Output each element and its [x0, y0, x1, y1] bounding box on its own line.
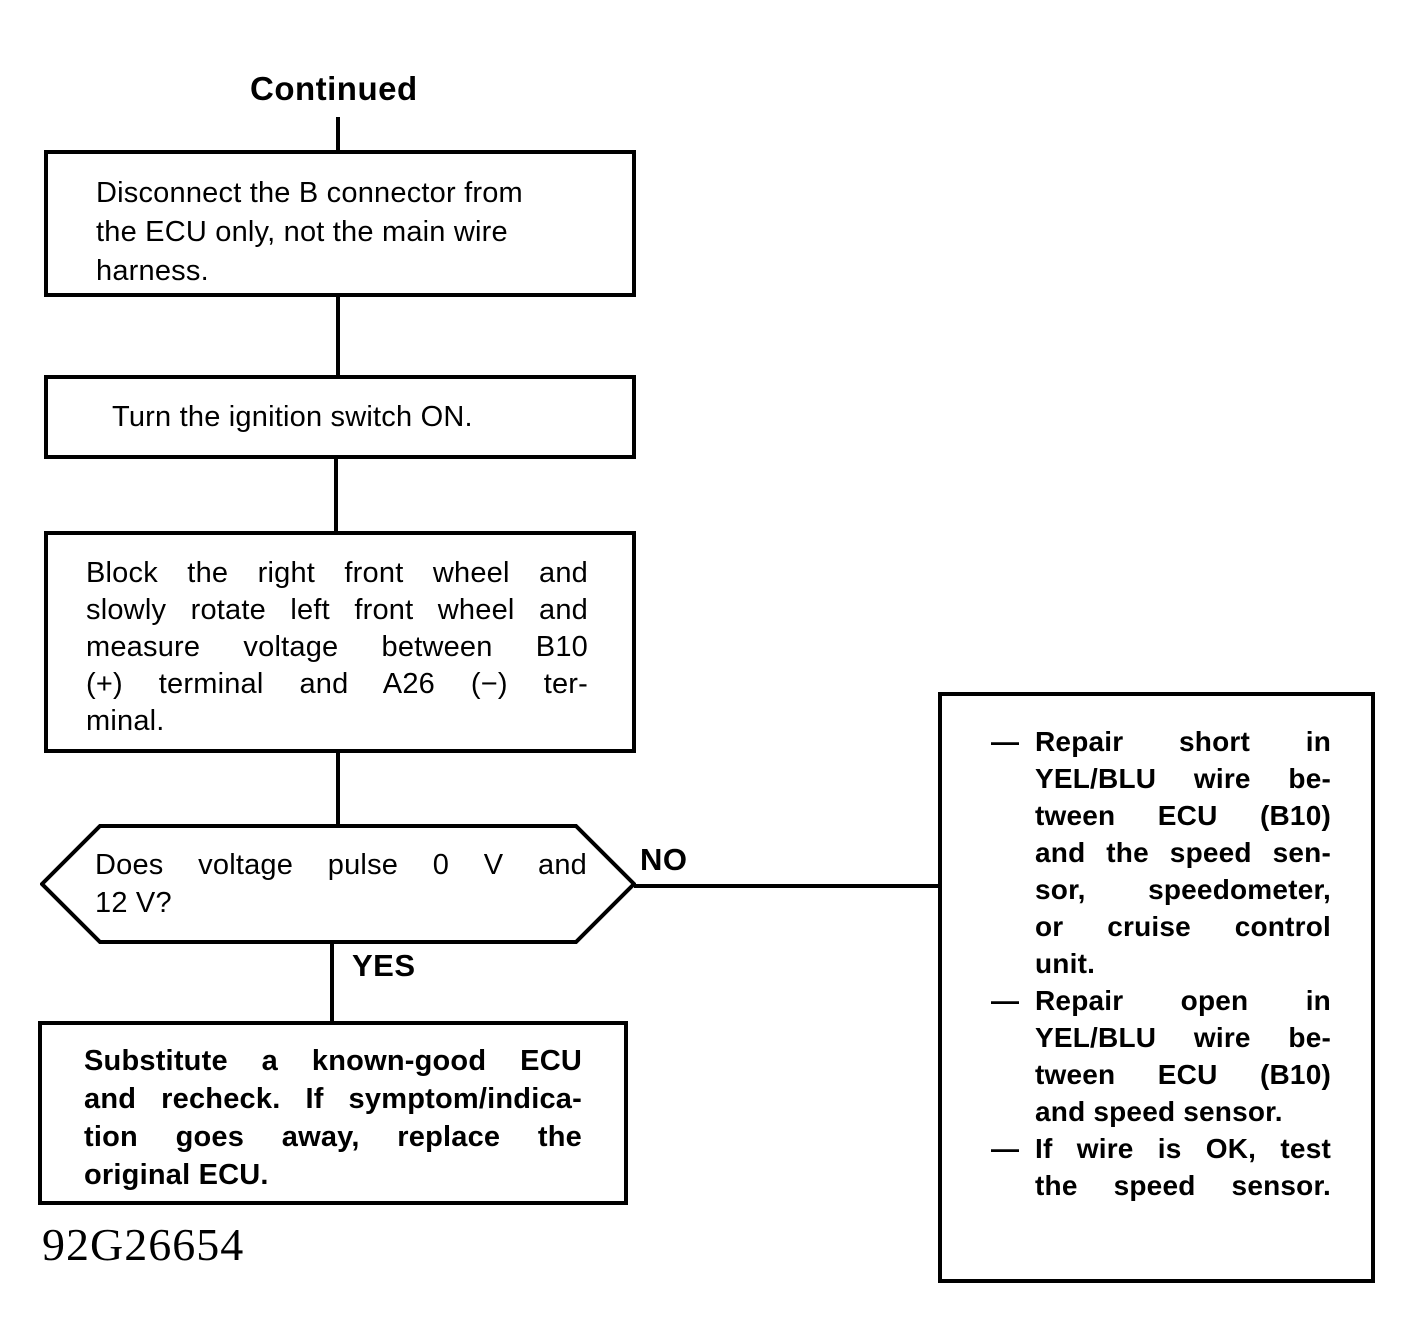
text-line: If wire is OK, test: [1035, 1133, 1331, 1164]
text-line: or cruise control: [1035, 911, 1331, 942]
figure-code: 92G26654: [42, 1219, 245, 1270]
no-branch-label: NO: [640, 842, 688, 877]
dash-bullet: —: [991, 985, 1019, 1016]
text-line: and the speed sen-: [1035, 837, 1331, 868]
text-line: tween ECU (B10): [1035, 1059, 1331, 1090]
text-line: unit.: [1035, 948, 1096, 979]
text-line: YEL/BLU wire be-: [1035, 763, 1331, 794]
text-line: original ECU.: [84, 1159, 269, 1191]
list-item: — Repair short in YEL/BLU wire be- tween…: [991, 723, 1331, 982]
node-substitute-ecu: Substitute a known-good ECU and recheck.…: [38, 1021, 628, 1205]
text-line: Block the right front wheel and: [86, 557, 588, 589]
node-repair-actions: — Repair short in YEL/BLU wire be- tween…: [938, 692, 1375, 1283]
dash-bullet: —: [991, 1133, 1019, 1164]
dash-bullet: —: [991, 726, 1019, 757]
text-line: Substitute a known-good ECU: [84, 1045, 582, 1077]
text-line: and recheck. If symptom/indica-: [84, 1083, 582, 1115]
text-line: Turn the ignition switch ON.: [112, 400, 473, 433]
text-line: tion goes away, replace the: [84, 1121, 582, 1153]
text-line: YEL/BLU wire be-: [1035, 1022, 1331, 1053]
connector-step1-step2: [336, 297, 340, 375]
node-disconnect-b-connector: Disconnect the B connector from the ECU …: [44, 150, 636, 297]
node-ignition-switch-on: Turn the ignition switch ON.: [44, 375, 636, 459]
text-line: Disconnect the B connector from: [96, 177, 523, 209]
connector-step3-decision: [336, 753, 340, 826]
node-measure-voltage: Block the right front wheel and slowly r…: [44, 531, 636, 753]
continued-label: Continued: [250, 70, 418, 107]
text-line: sor, speedometer,: [1035, 874, 1331, 905]
text-line: minal.: [86, 705, 165, 737]
text-line: harness.: [96, 255, 209, 287]
text-line: the speed sensor.: [1035, 1170, 1331, 1201]
text-line: (+) terminal and A26 (−) ter-: [86, 668, 588, 700]
connector-decision-results: [634, 884, 940, 888]
text-line: Does voltage pulse 0 V and: [95, 849, 587, 881]
text-line: Repair open in: [1035, 985, 1331, 1016]
list-item-text: Repair open in YEL/BLU wire be- tween EC…: [1035, 982, 1331, 1130]
text-line: and speed sensor.: [1035, 1096, 1283, 1127]
text-line: measure voltage between B10: [86, 631, 588, 663]
connector-continued-step1: [336, 117, 340, 150]
text-line: tween ECU (B10): [1035, 800, 1331, 831]
text-line: Repair short in: [1035, 726, 1331, 757]
yes-branch-label: YES: [352, 948, 416, 983]
list-item-text: If wire is OK, test the speed sensor.: [1035, 1130, 1331, 1204]
connector-step2-step3: [334, 459, 338, 531]
repair-actions-list: — Repair short in YEL/BLU wire be- tween…: [991, 723, 1331, 1204]
list-item-text: Repair short in YEL/BLU wire be- tween E…: [1035, 723, 1331, 982]
text-line: the ECU only, not the main wire: [96, 216, 508, 248]
connector-decision-step4: [330, 941, 334, 1021]
text-line: slowly rotate left front wheel and: [86, 594, 588, 626]
decision-text: Does voltage pulse 0 V and 12 V?: [95, 846, 587, 922]
list-item: — If wire is OK, test the speed sensor.: [991, 1130, 1331, 1204]
list-item: — Repair open in YEL/BLU wire be- tween …: [991, 982, 1331, 1130]
text-line: 12 V?: [95, 887, 172, 919]
